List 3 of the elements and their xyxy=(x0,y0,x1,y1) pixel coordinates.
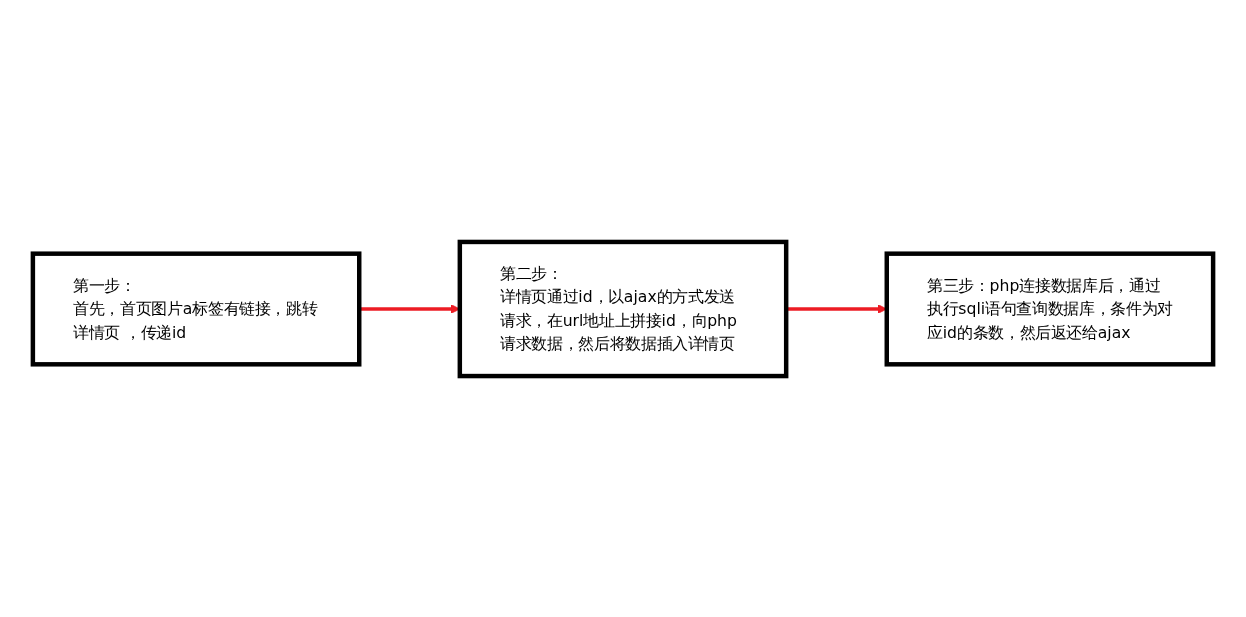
step-box: 第三步：php连接数据库后，通过执行sqli语句查询数据库，条件为对应id的条数，然后返还给ajax xyxy=(884,250,1216,367)
step-box: 第一步： 首先，首页图片a标签有链接，跳转详情页 ，传递id xyxy=(30,250,362,367)
step-box: 第二步： 详情页通过id，以ajax的方式发送请求，在url地址上拼接id，向php请求数据，然后将数据插入详情页 xyxy=(457,239,789,378)
